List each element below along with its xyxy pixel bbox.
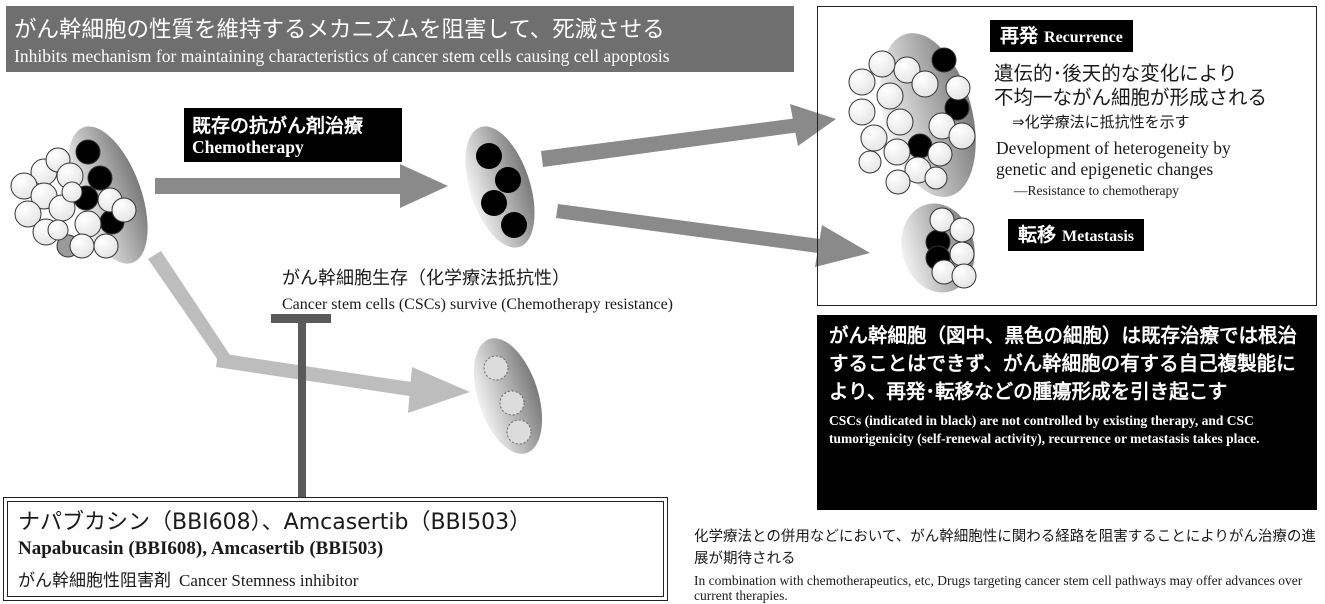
surviving-cscs bbox=[465, 126, 535, 248]
original-tumor bbox=[10, 126, 148, 264]
chemotherapy-label-jp: 既存の抗がん剤治療 bbox=[192, 115, 364, 137]
drug-names-jp: ナパブカシン（BBI608）、Amcasertib（BBI503） bbox=[18, 510, 532, 535]
metastasis-arrow bbox=[556, 204, 870, 267]
drug-type-jp: がん幹細胞性阻害剤 bbox=[18, 571, 171, 591]
banner-title-jp: がん幹細胞の性質を維持するメカニズムを阻害して、死滅させる bbox=[14, 17, 665, 43]
inhibited-cscs bbox=[473, 338, 543, 454]
recurrence-arrow bbox=[541, 104, 836, 167]
recurrence-tag: 再発 Recurrence bbox=[990, 20, 1133, 52]
inhibition-bar bbox=[271, 314, 331, 498]
metastasis-tag-en: Metastasis bbox=[1062, 228, 1134, 245]
csc-note-en: CSCs (indicated in black) are not contro… bbox=[829, 413, 1260, 446]
recurrence-desc-en-line2: genetic and epigenetic changes bbox=[996, 159, 1214, 179]
chemo-arrow bbox=[155, 164, 448, 208]
csc-note-jp: がん幹細胞（図中、黒色の細胞）は既存治療では根治することはできず、がん幹細胞の有… bbox=[829, 324, 1298, 403]
recurrence-tag-jp: 再発 bbox=[1000, 25, 1039, 47]
banner-title-en: Inhibits mechanism for maintaining chara… bbox=[14, 46, 670, 66]
recurrence-tag-en: Recurrence bbox=[1044, 29, 1123, 46]
recurrence-desc-en-line1: Development of heterogeneity by bbox=[996, 138, 1231, 158]
metastasis-tumor bbox=[901, 203, 977, 293]
drug-names-en: Napabucasin (BBI608), Amcasertib (BBI503… bbox=[18, 538, 384, 559]
csc-cell bbox=[501, 212, 527, 238]
drug-type-en: Cancer Stemness inhibitor bbox=[179, 571, 359, 590]
metastasis-tag: 転移 Metastasis bbox=[1008, 219, 1144, 251]
recurrence-description-jp: 遺伝的･後天的な変化により 不均一ながん細胞が形成される ⇒化学療法に抵抗性を示… bbox=[994, 62, 1267, 134]
drug-type-line: がん幹細胞性阻害剤 Cancer Stemness inhibitor bbox=[18, 566, 358, 591]
recurrence-tumor bbox=[848, 33, 976, 197]
csc-cell bbox=[495, 167, 521, 193]
chemotherapy-label: 既存の抗がん剤治療 Chemotherapy bbox=[184, 108, 402, 162]
outcome-box bbox=[817, 6, 1317, 306]
inhibitor-path-arrow bbox=[148, 251, 470, 413]
csc-cell bbox=[481, 190, 507, 216]
chemotherapy-label-en: Chemotherapy bbox=[192, 137, 304, 157]
recurrence-desc-jp-line1: 遺伝的･後天的な変化により bbox=[994, 62, 1238, 85]
top-banner: がん幹細胞の性質を維持するメカニズムを阻害して、死滅させる Inhibits m… bbox=[6, 6, 794, 72]
metastasis-tag-jp: 転移 bbox=[1018, 224, 1057, 246]
recurrence-description-en: Development of heterogeneity by genetic … bbox=[996, 138, 1231, 201]
recurrence-desc-jp-line2: 不均一ながん細胞が形成される bbox=[994, 86, 1268, 109]
csc-survive-caption-jp: がん幹細胞生存（化学療法抵抗性） bbox=[282, 268, 570, 289]
expectation-text-jp: 化学療法との併用などにおいて、がん幹細胞性に関わる経路を阻害することによりがん治… bbox=[694, 529, 1316, 567]
csc-cell bbox=[476, 143, 502, 169]
recurrence-desc-en-line3: —Resistance to chemotherapy bbox=[1014, 183, 1179, 198]
drug-box: ナパブカシン（BBI608）、Amcasertib（BBI503） Napabu… bbox=[3, 497, 668, 601]
csc-note-box: がん幹細胞（図中、黒色の細胞）は既存治療では根治することはできず、がん幹細胞の有… bbox=[817, 315, 1317, 510]
csc-survive-caption-en: Cancer stem cells (CSCs) survive (Chemot… bbox=[282, 296, 673, 313]
expectation-text-en: In combination with chemotherapeutics, e… bbox=[694, 573, 1303, 603]
recurrence-desc-jp-line3: ⇒化学療法に抵抗性を示す bbox=[1012, 113, 1190, 131]
